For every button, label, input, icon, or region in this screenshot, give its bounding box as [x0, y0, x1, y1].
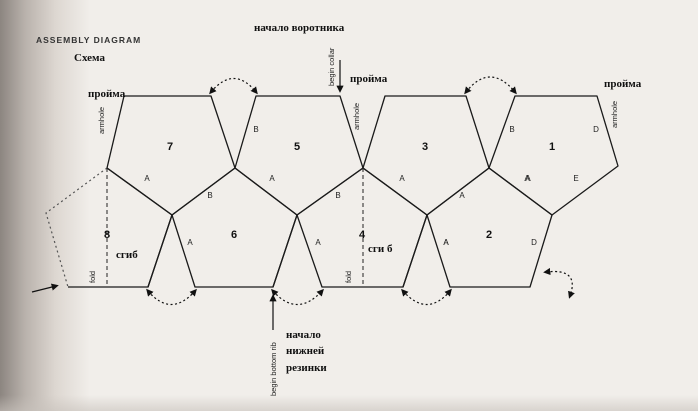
- rib-start-label-ru-2: нижней: [286, 345, 325, 357]
- armhole-mid-label: armhole: [352, 103, 361, 130]
- diagram-heading: ASSEMBLY DIAGRAM: [36, 35, 142, 45]
- seam-arrow-bottom-right: [401, 288, 452, 306]
- gusset-right-outline: [402, 214, 428, 288]
- edge-letter: A: [399, 174, 405, 183]
- armhole-label-ru-mid: пройма: [350, 73, 388, 85]
- panel-number-1: 1: [549, 141, 555, 153]
- armhole-right-label: armhole: [610, 101, 619, 128]
- seam-arrow-bottom-left: [146, 288, 197, 306]
- collar-start-label-ru: начало воротника: [254, 22, 345, 34]
- edge-letter: B: [253, 125, 258, 134]
- edge-letter: B: [509, 125, 514, 134]
- edge-letter: A: [443, 238, 449, 247]
- fold-left-label: fold: [88, 271, 97, 283]
- rib-start-label-ru-1: начало: [286, 329, 321, 341]
- panel-number-2: 2: [486, 229, 492, 241]
- seam-arrow-right-curl: [543, 267, 575, 299]
- armhole-label-ru-right: пройма: [604, 78, 642, 90]
- edge-letter: A: [315, 238, 321, 247]
- edge-letter: E: [573, 174, 578, 183]
- diagram-heading-ru: Схема: [74, 52, 105, 64]
- page-bottom-shade: [0, 395, 698, 411]
- panel-5-outline: [234, 95, 364, 216]
- begin-bottom-rib-label: begin bottom rib: [269, 342, 278, 396]
- edge-letter: A: [269, 174, 275, 183]
- panel-8-outline: [68, 167, 173, 288]
- panel-8-dotted-edge: [45, 167, 108, 288]
- seam-arrow-bottom-mid: [271, 288, 324, 305]
- edge-letter: A: [525, 174, 531, 183]
- fold-center-label: fold: [344, 271, 353, 283]
- armhole-left-label: armhole: [97, 107, 106, 134]
- edge-letter: B: [335, 191, 340, 200]
- panel-7-outline: [106, 95, 236, 216]
- panel-2-outline: [426, 167, 553, 288]
- seam-arrow-top-left: [209, 77, 258, 95]
- seam-arrow-top-right: [464, 76, 517, 95]
- panel-number-3: 3: [422, 141, 428, 153]
- fold-label-ru-center: сги б: [368, 243, 393, 255]
- edge-letter: A: [524, 174, 530, 183]
- panel-number-4: 4: [359, 229, 366, 241]
- fold-label-ru-left: сгиб: [116, 249, 138, 261]
- armhole-label-ru-left: пройма: [88, 88, 126, 100]
- gusset-mid-outline: [272, 214, 298, 288]
- page-gutter-shadow: [0, 0, 90, 411]
- edge-letter: A: [443, 238, 449, 247]
- start-arrow-left: [31, 283, 59, 293]
- panel-number-7: 7: [167, 141, 173, 153]
- edge-letter: A: [459, 191, 465, 200]
- panel-6-outline: [171, 167, 298, 288]
- edge-letter: D: [531, 238, 537, 247]
- edge-letter: A: [187, 238, 193, 247]
- edge-letter: D: [593, 125, 599, 134]
- rib-start-label-ru-3: резинки: [286, 362, 327, 374]
- panel-3-outline: [362, 95, 490, 216]
- panel-number-5: 5: [294, 141, 300, 153]
- panel-number-8: 8: [104, 229, 110, 241]
- panel-4-outline: [296, 167, 428, 288]
- panel-number-6: 6: [231, 229, 237, 241]
- begin-collar-label: begin collar: [327, 47, 336, 86]
- panel-1-outline: [488, 95, 619, 216]
- edge-letter: A: [144, 174, 150, 183]
- edge-letter: B: [207, 191, 212, 200]
